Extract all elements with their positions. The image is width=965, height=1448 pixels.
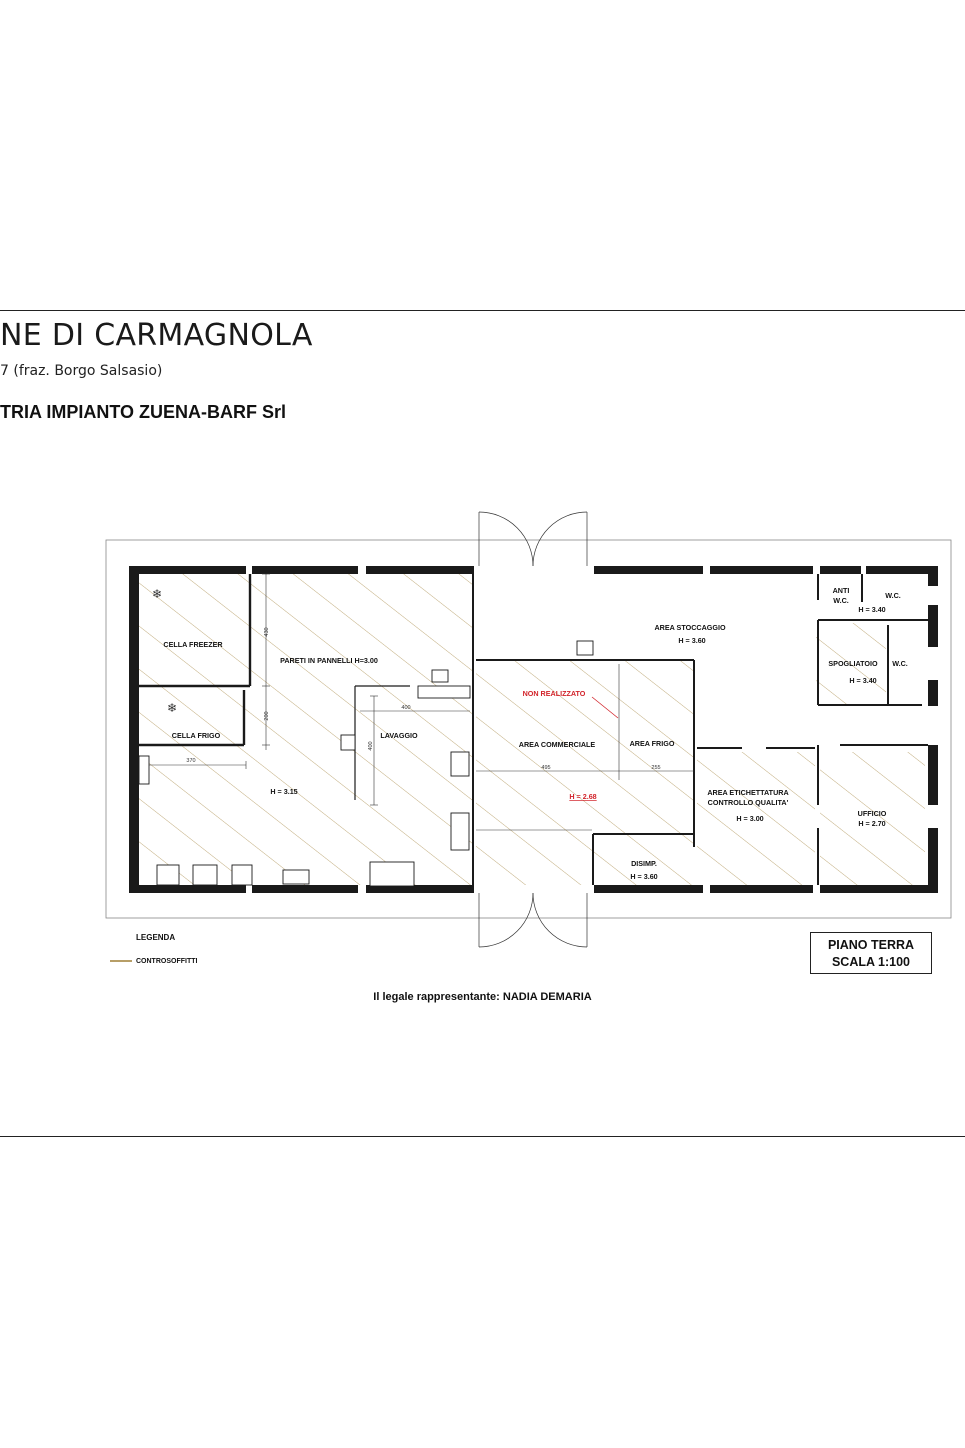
label-non-realizzato: NON REALIZZATO	[523, 689, 586, 698]
label-spogliatoio: SPOGLIATOIO	[828, 659, 878, 668]
floor-plan: ❄ ❄ CELLA FREEZER CELLA FRIGO PARETI IN …	[105, 511, 952, 948]
non-realizzato-leader	[591, 696, 619, 719]
label-h-268: H = 2.68	[569, 792, 596, 801]
project-title: TRIA IMPIANTO ZUENA-BARF Srl	[0, 402, 286, 422]
door-north	[478, 511, 588, 567]
dim-200: 200	[264, 711, 270, 720]
site-boundary	[105, 539, 952, 919]
scale-box: PIANO TERRA SCALA 1:100	[810, 932, 932, 974]
label-area-commerciale: AREA COMMERCIALE	[519, 740, 596, 749]
label-lavaggio: LAVAGGIO	[380, 731, 418, 740]
interior-walls	[137, 574, 928, 885]
label-area-frigo: AREA FRIGO	[630, 739, 675, 748]
label-h-360-stoccaggio: H = 3.60	[678, 636, 705, 645]
label-h-360-disimp: H = 3.60	[630, 872, 657, 881]
label-h-270: H = 2.70	[858, 819, 885, 828]
snowflake-icon-frigo: ❄	[167, 701, 177, 715]
label-h-340-mid: H = 3.40	[849, 676, 876, 685]
signature: Il legale rappresentante: NADIA DEMARIA	[373, 991, 592, 1003]
label-pareti: PARETI IN PANNELLI H=3.00	[280, 656, 378, 665]
dim-400-horizontal: 400	[401, 705, 410, 711]
legend-row: CONTROSOFFITTI	[110, 956, 197, 966]
dim-430: 430	[264, 627, 270, 636]
legend-title: LEGENDA	[136, 933, 176, 942]
label-h-340-top: H = 3.40	[858, 605, 885, 614]
dim-255: 255	[651, 765, 660, 771]
label-anti: ANTI	[833, 586, 850, 595]
label-area-stoccaggio: AREA STOCCAGGIO	[654, 623, 725, 632]
address-line: 7 (fraz. Borgo Salsasio)	[0, 363, 163, 379]
label-area-etichettatura: AREA ETICHETTATURA	[707, 788, 788, 797]
label-controllo-qualita: CONTROLLO QUALITA'	[708, 798, 789, 807]
dim-370: 370	[186, 758, 195, 764]
label-disimp: DISIMP.	[631, 859, 657, 868]
dim-400-vertical: 400	[368, 741, 374, 750]
label-anti-wc: W.C.	[833, 596, 849, 605]
label-h-300: H = 3.00	[736, 814, 763, 823]
snowflake-icon-freezer: ❄	[152, 587, 162, 601]
door-south	[478, 892, 588, 948]
label-cella-frigo: CELLA FRIGO	[172, 731, 221, 740]
label-wc-top: W.C.	[885, 591, 901, 600]
controsoffitti-hatching	[137, 573, 925, 885]
scale-box-floor: PIANO TERRA	[827, 938, 915, 952]
legend-label: CONTROSOFFITTI	[136, 957, 198, 965]
label-cella-freezer: CELLA FREEZER	[163, 640, 223, 649]
legend-swatch	[110, 960, 132, 962]
label-ufficio: UFFICIO	[858, 809, 887, 818]
exterior-walls	[129, 566, 938, 893]
bottom-rule	[0, 1136, 965, 1137]
municipality-title: NE DI CARMAGNOLA	[0, 318, 313, 353]
label-h-315: H = 3.15	[270, 787, 297, 796]
scale-box-scale: SCALA 1:100	[831, 955, 911, 969]
dim-495: 495	[541, 765, 550, 771]
equipment	[138, 640, 594, 887]
top-rule	[0, 310, 965, 311]
label-wc-mid: W.C.	[892, 659, 908, 668]
